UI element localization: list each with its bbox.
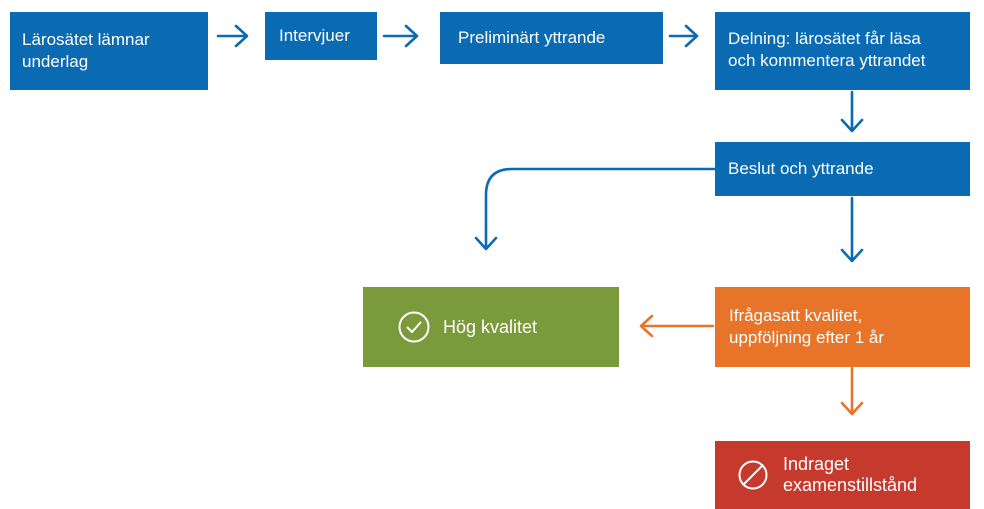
step-decision-box: Beslut och yttrande [715,142,970,196]
outcome-revoked-line-1: Indraget [783,454,850,474]
step-interviews-box: Intervjuer [265,12,377,60]
step-decision-label: Beslut och yttrande [728,159,874,178]
outcome-revoked-line-2: examenstillstånd [783,475,918,495]
arrow-decision-to-high [474,167,717,251]
step-preliminary-label: Preliminärt yttrande [458,28,606,47]
outcome-high-box: Hög kvalitet [363,287,619,367]
arrow-sharing-to-decision [840,90,864,133]
arrow-preliminary-to-sharing [668,24,699,48]
step-sharing-line-1: Delning: lärosätet får läsa [728,29,921,48]
arrow-interviews-to-preliminary [382,24,419,48]
step-submit-line-1: Lärosätet lämnar [22,30,150,49]
outcome-questioned-box: Ifrågasatt kvalitet, uppföljning efter 1… [715,287,970,367]
prohibited-icon [737,459,769,491]
step-sharing-box: Delning: lärosätet får läsa och kommente… [715,12,970,90]
outcome-questioned-line-1: Ifrågasatt kvalitet, [729,306,863,325]
outcome-revoked-box: Indraget examenstillstånd [715,441,970,509]
step-preliminary-box: Preliminärt yttrande [440,12,663,64]
step-interviews-label: Intervjuer [279,26,350,45]
step-sharing-line-2: och kommentera yttrandet [728,51,926,70]
arrow-questioned-to-revoked [840,366,864,416]
arrow-submit-to-interviews [216,24,249,48]
arrow-decision-to-questioned [840,196,864,263]
arrow-questioned-to-high [639,314,715,338]
outcome-questioned-line-2: uppföljning efter 1 år [729,328,884,347]
check-circle-icon [397,310,431,344]
outcome-high-label: Hög kvalitet [443,317,538,337]
step-submit-line-2: underlag [22,52,89,71]
step-submit-box: Lärosätet lämnar underlag [10,12,208,90]
